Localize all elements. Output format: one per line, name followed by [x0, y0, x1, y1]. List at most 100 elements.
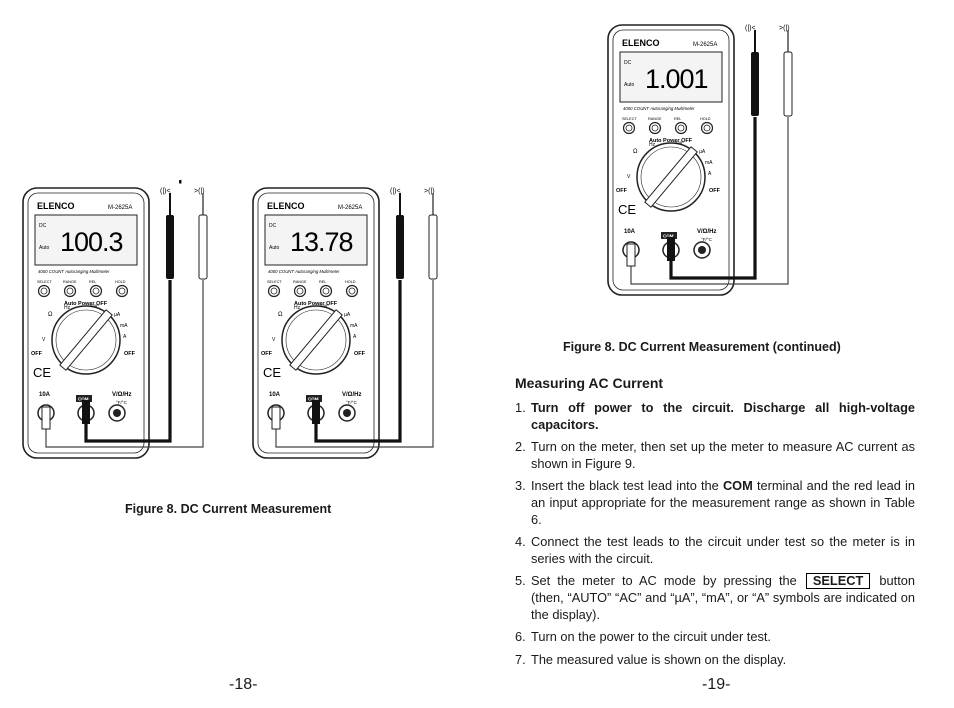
meter-button: [293, 284, 307, 298]
range-label: ---µA: [161, 180, 200, 184]
steps-list: 1. Turn off power to the circuit. Discha…: [515, 400, 915, 674]
terminal-v-label: V/Ω/Hz: [697, 229, 716, 235]
black-probe: [751, 52, 759, 116]
button-label: RANGE: [63, 280, 77, 284]
com-terminal-box: [661, 232, 677, 239]
range-label: ---mA: [391, 180, 435, 184]
auto-power-label: Auto Power OFF: [64, 301, 108, 307]
meter-button: [674, 121, 688, 135]
red-probe: [428, 214, 438, 280]
rotary-dial-ring: [55, 309, 117, 371]
brand-label: ELENCO: [37, 201, 75, 211]
page-number-right: -19-: [702, 676, 731, 693]
dial-label-a: A: [123, 334, 127, 340]
rotary-dial-ring: [285, 309, 347, 371]
input-jack-hole: [343, 409, 351, 417]
figure-caption-left: Figure 8. DC Current Measurement: [125, 502, 332, 516]
probe-symbol-left: (|)<: [160, 188, 171, 195]
dial-label-v: V: [627, 174, 631, 180]
red-plug: [271, 406, 281, 430]
dial-label-ua: µA: [699, 149, 706, 155]
figure-caption-right: Figure 8. DC Current Measurement (contin…: [563, 340, 841, 354]
step-item: 3. Insert the black test lead into the C…: [515, 478, 915, 527]
dial-label-ma: mA: [350, 323, 358, 329]
meter-button: [345, 284, 359, 298]
meter-button: [622, 121, 636, 135]
rotary-dial-ring: [640, 146, 702, 208]
meter-inner-border: [612, 29, 730, 291]
model-label: M-2625A: [108, 205, 132, 211]
step-item: 6. Turn on the power to the circuit unde…: [515, 629, 771, 645]
meter-button-inner: [322, 287, 330, 295]
dial-label-hz: Hz: [649, 142, 656, 148]
model-label: M-2625A: [693, 42, 717, 48]
dial-label-hz: Hz: [294, 305, 301, 311]
red-test-lead: [45, 280, 204, 448]
meter-button: [37, 284, 51, 298]
com-terminal-label: COM: [722, 478, 753, 494]
meter-group: ELENCO M-2625A DC Auto 100.3 4000 COUNT Autor…: [22, 165, 208, 459]
lcd-display: [34, 214, 138, 266]
meter-inner-border: [257, 192, 375, 454]
meter-button-inner: [348, 287, 356, 295]
com-terminal-box: [306, 395, 322, 402]
lcd-auto: Auto: [624, 82, 635, 88]
lcd-auto: Auto: [39, 245, 50, 251]
meter-button-inner: [270, 287, 278, 295]
meter-button: [319, 284, 333, 298]
button-label: REL: [674, 117, 681, 121]
red-probe: [198, 214, 208, 280]
subtitle-label: 4000 COUNT Autoranging Multimeter: [38, 269, 110, 274]
red-probe: [783, 51, 793, 117]
dial-label-temp: TEMP: [319, 304, 329, 308]
subtitle-label: 4000 COUNT Autoranging Multimeter: [268, 269, 340, 274]
lcd-display: [264, 214, 368, 266]
button-label: SELECT: [622, 117, 637, 121]
dial-label-v: V: [272, 337, 276, 343]
black-probe: [396, 215, 404, 279]
meter-button: [115, 284, 129, 298]
ce-mark: CE: [33, 365, 51, 380]
lcd-mode: DC: [39, 223, 47, 229]
step-item: 1. Turn off power to the circuit. Discha…: [515, 400, 915, 432]
step-item: 5. Set the meter to AC mode by pressing …: [515, 573, 916, 622]
button-label: SELECT: [267, 280, 282, 284]
terminal-10a-label: 10A: [269, 392, 281, 398]
step-item: 4. Connect the test leads to the circuit…: [515, 534, 915, 566]
button-label: HOLD: [115, 280, 126, 284]
dial-label-off-left: OFF: [616, 188, 628, 194]
button-label: HOLD: [700, 117, 711, 121]
red-test-lead: [630, 117, 789, 285]
figure-meter-ua: ELENCO M-2625A DC Auto 100.3 4000 COUNT Autor…: [20, 165, 260, 470]
dial-label-a: A: [353, 334, 357, 340]
terminal-v-label: V/Ω/Hz: [342, 392, 361, 398]
dial-label-ma: mA: [120, 323, 128, 329]
terminal-temp-label: °F/°C: [701, 237, 713, 242]
brand-label: ELENCO: [267, 201, 305, 211]
input-jack-hole: [698, 246, 706, 254]
dial-pointer: [644, 146, 698, 208]
meter-button: [89, 284, 103, 298]
probe-symbol-right: >(|): [194, 188, 205, 195]
ce-mark: CE: [263, 365, 281, 380]
subtitle-label: 4000 COUNT Autoranging Multimeter: [623, 106, 695, 111]
meter-button-inner: [92, 287, 100, 295]
probe-symbol-left: (|)<: [390, 188, 401, 195]
button-label: HOLD: [345, 280, 356, 284]
probe-symbol-right: >(|): [424, 188, 435, 195]
dial-label-off-left: OFF: [261, 351, 273, 357]
button-label: REL: [89, 280, 96, 284]
section-heading: Measuring AC Current: [515, 375, 664, 391]
probe-symbol-right: >(|): [779, 25, 790, 32]
auto-power-label: Auto Power OFF: [649, 138, 693, 144]
meter-button-inner: [677, 124, 685, 132]
terminal-v-label: V/Ω/Hz: [112, 392, 131, 398]
com-terminal-box: [76, 395, 92, 402]
dial-label-ma: mA: [705, 160, 713, 166]
lcd-auto: Auto: [269, 245, 280, 251]
com-terminal-text: COM: [78, 397, 89, 402]
lcd-reading: 1.001: [645, 64, 708, 94]
lcd-reading: 100.3: [60, 227, 123, 257]
